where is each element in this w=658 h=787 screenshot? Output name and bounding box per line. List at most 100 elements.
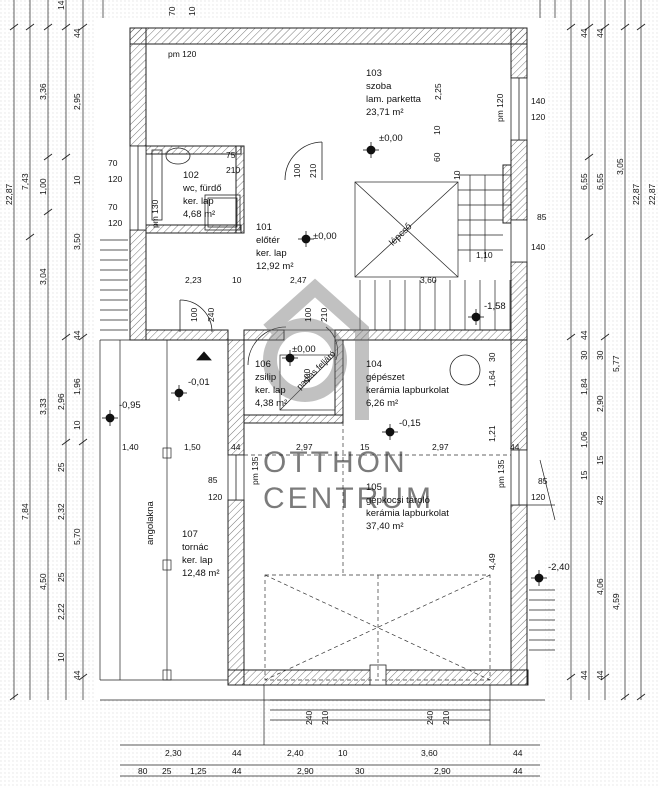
svg-text:4,06: 4,06 bbox=[595, 578, 605, 595]
svg-text:ker. lap: ker. lap bbox=[182, 555, 213, 566]
svg-text:10: 10 bbox=[187, 6, 197, 16]
svg-text:22,87: 22,87 bbox=[631, 183, 641, 205]
room-107-label: 107 tornác ker. lap 12,48 m² bbox=[182, 529, 220, 579]
svg-text:210: 210 bbox=[441, 711, 451, 725]
svg-text:lam. parketta: lam. parketta bbox=[366, 94, 422, 105]
svg-text:30: 30 bbox=[355, 766, 365, 776]
svg-text:30: 30 bbox=[595, 350, 605, 360]
svg-text:ker. lap: ker. lap bbox=[255, 385, 286, 396]
svg-text:100: 100 bbox=[303, 308, 313, 322]
svg-text:105: 105 bbox=[366, 482, 382, 493]
svg-text:70: 70 bbox=[167, 6, 177, 16]
svg-text:-1,58: -1,58 bbox=[484, 301, 506, 312]
svg-text:2,22: 2,22 bbox=[56, 603, 66, 620]
svg-text:wc, fürdő: wc, fürdő bbox=[182, 183, 222, 194]
svg-text:107: 107 bbox=[182, 529, 198, 540]
svg-text:210: 210 bbox=[308, 164, 318, 178]
svg-text:44: 44 bbox=[579, 330, 589, 340]
svg-text:7,43: 7,43 bbox=[20, 173, 30, 190]
walls bbox=[129, 27, 529, 686]
svg-text:3,36: 3,36 bbox=[38, 83, 48, 100]
svg-text:240: 240 bbox=[206, 308, 216, 322]
doors bbox=[179, 141, 481, 415]
svg-text:kerámia lapburkolat: kerámia lapburkolat bbox=[366, 385, 449, 396]
svg-text:14,59: 14,59 bbox=[56, 0, 66, 10]
room-104-label: 104 gépészet kerámia lapburkolat 6,26 m² bbox=[366, 359, 449, 409]
svg-text:10: 10 bbox=[432, 125, 442, 135]
watermark-text: OTTHON CENTRUM bbox=[263, 446, 431, 515]
svg-text:44: 44 bbox=[579, 670, 589, 680]
svg-text:12,92 m²: 12,92 m² bbox=[256, 261, 294, 272]
svg-text:42: 42 bbox=[595, 495, 605, 505]
svg-text:6,26 m²: 6,26 m² bbox=[366, 398, 398, 409]
svg-text:15: 15 bbox=[360, 442, 370, 452]
svg-text:7,84: 7,84 bbox=[20, 503, 30, 520]
svg-text:2,90: 2,90 bbox=[595, 395, 605, 412]
svg-text:30: 30 bbox=[579, 350, 589, 360]
svg-text:±0,00: ±0,00 bbox=[313, 231, 337, 242]
svg-text:1,84: 1,84 bbox=[579, 378, 589, 395]
svg-text:70: 70 bbox=[108, 158, 118, 168]
svg-text:2,40: 2,40 bbox=[287, 748, 304, 758]
svg-text:1,40: 1,40 bbox=[122, 442, 139, 452]
svg-text:10: 10 bbox=[56, 652, 66, 662]
level-markers bbox=[102, 142, 547, 586]
svg-text:37,40 m²: 37,40 m² bbox=[366, 521, 404, 532]
svg-text:1,10: 1,10 bbox=[476, 250, 493, 260]
svg-text:3,60: 3,60 bbox=[420, 275, 437, 285]
svg-text:4,49: 4,49 bbox=[487, 553, 497, 570]
svg-text:pm 130: pm 130 bbox=[150, 199, 160, 228]
svg-text:3,50: 3,50 bbox=[72, 233, 82, 250]
svg-text:4,50: 4,50 bbox=[38, 573, 48, 590]
level-values: ±0,00 ±0,00 ±0,00 -0,01 -0,95 -0,15 -1,5… bbox=[119, 133, 570, 573]
svg-text:-0,15: -0,15 bbox=[399, 418, 421, 429]
svg-text:pm 120: pm 120 bbox=[495, 93, 505, 122]
dimension-labels: 70 10 44 22,87 7,43 3,36 14,59 2,95 1,00… bbox=[4, 0, 657, 776]
svg-text:3,04: 3,04 bbox=[38, 268, 48, 285]
svg-text:előtér: előtér bbox=[256, 235, 280, 246]
svg-text:2,30: 2,30 bbox=[165, 748, 182, 758]
svg-text:2,25: 2,25 bbox=[433, 83, 443, 100]
svg-text:70: 70 bbox=[108, 202, 118, 212]
svg-text:1,25: 1,25 bbox=[190, 766, 207, 776]
room-106-label: 106 zsilip ker. lap 4,38 m² bbox=[255, 359, 287, 409]
svg-text:25: 25 bbox=[56, 572, 66, 582]
svg-text:140: 140 bbox=[531, 96, 545, 106]
svg-text:angolakna: angolakna bbox=[145, 500, 156, 545]
svg-text:gépkocsi tároló: gépkocsi tároló bbox=[366, 495, 430, 506]
svg-text:10: 10 bbox=[72, 420, 82, 430]
watermark-logo bbox=[263, 278, 369, 420]
svg-text:44: 44 bbox=[513, 748, 523, 758]
svg-text:ker. lap: ker. lap bbox=[183, 196, 214, 207]
svg-text:44: 44 bbox=[232, 748, 242, 758]
svg-text:100: 100 bbox=[292, 164, 302, 178]
svg-text:1,06: 1,06 bbox=[579, 431, 589, 448]
svg-text:44: 44 bbox=[231, 442, 241, 452]
dimension-lines bbox=[13, 0, 642, 777]
svg-text:120: 120 bbox=[108, 218, 122, 228]
svg-text:85: 85 bbox=[208, 475, 218, 485]
svg-text:210: 210 bbox=[226, 165, 240, 175]
svg-text:12,48 m²: 12,48 m² bbox=[182, 568, 220, 579]
svg-text:210: 210 bbox=[319, 308, 329, 322]
terrace-steps bbox=[100, 239, 555, 721]
room-102-label: 102 wc, fürdő ker. lap 4,68 m² bbox=[182, 170, 222, 220]
svg-text:75: 75 bbox=[226, 150, 236, 160]
svg-text:kerámia lapburkolat: kerámia lapburkolat bbox=[366, 508, 449, 519]
svg-text:140: 140 bbox=[531, 242, 545, 252]
svg-text:2,90: 2,90 bbox=[297, 766, 314, 776]
svg-text:6,55: 6,55 bbox=[579, 173, 589, 190]
svg-text:6,55: 6,55 bbox=[595, 173, 605, 190]
svg-text:100: 100 bbox=[189, 308, 199, 322]
svg-text:pm 135: pm 135 bbox=[496, 459, 506, 488]
room-105-label: 105 gépkocsi tároló kerámia lapburkolat … bbox=[366, 482, 449, 532]
svg-text:gépészet: gépészet bbox=[366, 372, 405, 383]
svg-text:120: 120 bbox=[208, 492, 222, 502]
svg-text:85: 85 bbox=[537, 212, 547, 222]
svg-text:30: 30 bbox=[487, 352, 497, 362]
svg-text:1,64: 1,64 bbox=[487, 370, 497, 387]
room-103-label: 103 szoba lam. parketta 23,71 m² bbox=[366, 68, 422, 118]
room-101-label: 101 előtér ker. lap 12,92 m² bbox=[256, 222, 294, 272]
svg-text:1,96: 1,96 bbox=[72, 378, 82, 395]
svg-text:zsilip: zsilip bbox=[255, 372, 276, 383]
